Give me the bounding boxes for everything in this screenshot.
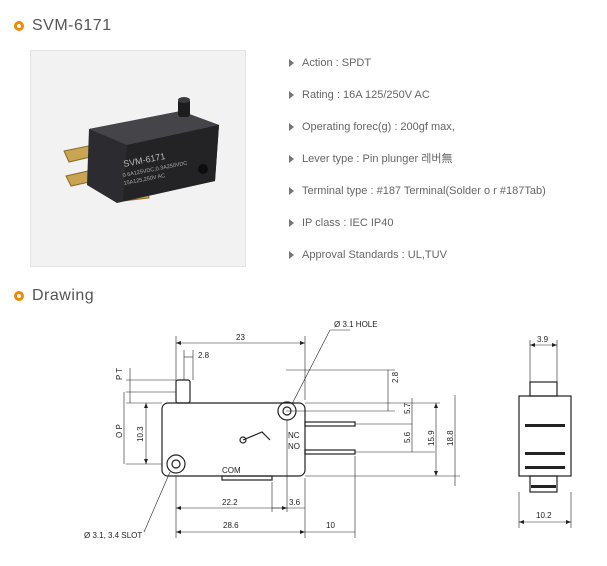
spec-item: Approval Standards : UL,TUV: [289, 249, 546, 281]
drawing-title: Drawing: [32, 287, 95, 304]
dim-label: 23: [236, 333, 245, 342]
triangle-right-icon: [289, 187, 294, 195]
triangle-right-icon: [289, 91, 294, 99]
dim-label: 10.2: [536, 511, 552, 520]
orange-circle-bullet-icon: [14, 21, 24, 31]
triangle-right-icon: [289, 59, 294, 67]
spec-item: Lever type : Pin plunger 레버無: [289, 153, 546, 185]
spec-item: Operating forec(g) : 200gf max,: [289, 121, 546, 153]
spec-list: Action : SPDT Rating : 16A 125/250V AC O…: [289, 57, 546, 281]
dim-label: 5.6: [403, 431, 412, 443]
triangle-right-icon: [289, 251, 294, 259]
dim-label: 15.9: [427, 430, 436, 446]
terminal-label-com: COM: [222, 466, 241, 475]
triangle-right-icon: [289, 123, 294, 131]
product-photo: SVM-6171 0.6A125VDC,0.3A250VDC 15A125,25…: [30, 50, 246, 267]
terminal-label-no: NO: [288, 442, 300, 451]
triangle-right-icon: [289, 219, 294, 227]
dim-label: P T: [115, 368, 124, 380]
dim-label: O P: [115, 424, 124, 438]
spec-item: IP class : IEC IP40: [289, 217, 546, 249]
dim-label: 3.6: [289, 498, 301, 507]
terminal-label-nc: NC: [288, 431, 300, 440]
dim-label: 2.8: [391, 371, 400, 383]
dim-label: Ø 3.1 HOLE: [334, 320, 378, 329]
product-title-row: SVM-6171: [14, 17, 112, 35]
spec-item: Action : SPDT: [289, 57, 546, 89]
dim-label: 10: [326, 521, 335, 530]
dim-label: 3.9: [537, 335, 549, 344]
technical-drawing: 23 2.8 Ø 3.1 HOLE 2.8 5.7 5.6 15.9 18.8 …: [84, 320, 572, 540]
dim-label: 18.8: [446, 430, 455, 446]
triangle-right-icon: [289, 155, 294, 163]
dim-label: 10.3: [136, 426, 145, 442]
spec-item: Rating : 16A 125/250V AC: [289, 89, 546, 121]
dim-label: 28.6: [223, 521, 239, 530]
orange-circle-bullet-icon: [14, 291, 24, 301]
dim-label: 22.2: [222, 498, 238, 507]
drawing-title-row: Drawing: [14, 287, 94, 305]
product-title: SVM-6171: [32, 17, 112, 34]
dim-label: 2.8: [198, 351, 210, 360]
dim-label: Ø 3.1, 3.4 SLOT: [84, 531, 142, 540]
dim-label: 5.7: [403, 402, 412, 414]
microswitch-image: SVM-6171 0.6A125VDC,0.3A250VDC 15A125,25…: [63, 97, 219, 203]
spec-item: Terminal type : #187 Terminal(Solder o r…: [289, 185, 546, 217]
